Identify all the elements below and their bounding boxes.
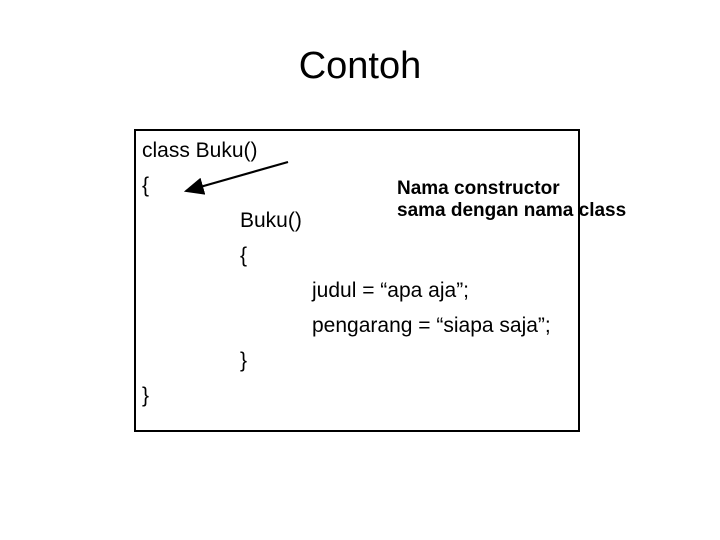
code-line-judul-assignment: judul = “apa aja”; xyxy=(312,279,470,302)
slide-title: Contoh xyxy=(298,45,422,87)
constructor-annotation: Nama constructor sama dengan nama class xyxy=(397,178,626,222)
code-line-constructor-declaration: Buku() xyxy=(240,209,302,232)
code-line-class-close-brace: } xyxy=(142,384,150,407)
code-line-constructor-close-brace: } xyxy=(240,349,248,372)
code-line-pengarang-assignment: pengarang = “siapa saja”; xyxy=(312,314,551,337)
code-line-class-declaration: class Buku() xyxy=(142,139,258,162)
constructor-annotation-line2: sama dengan nama class xyxy=(397,200,627,221)
annotation-arrow-icon xyxy=(183,160,289,195)
code-line-class-open-brace: { xyxy=(142,174,150,197)
constructor-annotation-line1: Nama constructor xyxy=(397,178,560,199)
code-line-constructor-open-brace: { xyxy=(240,244,248,267)
code-box: class Buku() { Buku() { judul = “apa aja… xyxy=(134,129,580,432)
